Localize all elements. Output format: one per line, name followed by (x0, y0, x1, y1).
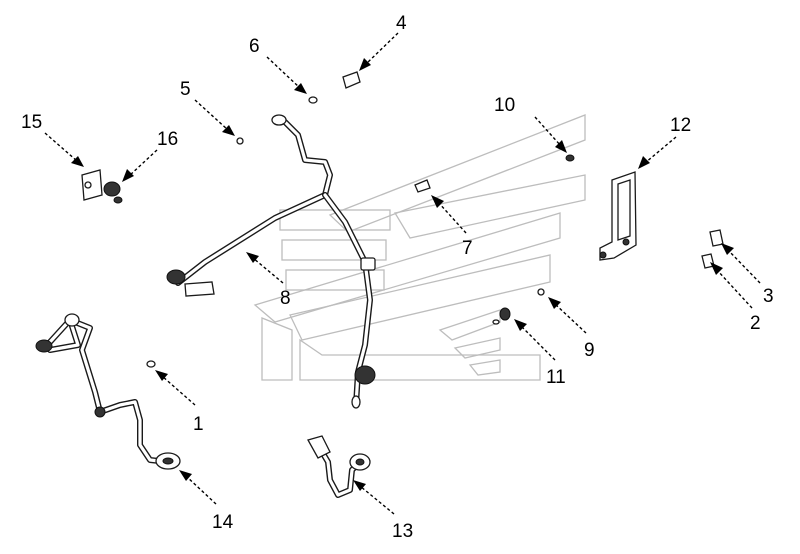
callout-label: 7 (462, 238, 473, 259)
callout-label: 12 (670, 115, 691, 136)
callout-10: 10 (494, 95, 567, 153)
bracket-12 (599, 171, 637, 261)
bracket-15 (81, 169, 103, 201)
bolt-3 (709, 229, 724, 247)
callout-11: 11 (514, 319, 566, 388)
callout-label: 16 (157, 129, 178, 150)
watermark-logo (253, 114, 586, 381)
callout-label: 14 (212, 512, 234, 533)
callout-label: 15 (21, 112, 42, 133)
callout-9: 9 (548, 297, 595, 361)
callout-label: 2 (750, 313, 761, 334)
callout-label: 1 (193, 414, 204, 435)
callout-8: 8 (246, 252, 291, 309)
pipe-assembly-13 (307, 435, 371, 498)
pipe-assembly-8 (166, 114, 376, 409)
washer-1 (146, 360, 156, 368)
callout-14: 14 (179, 470, 234, 533)
callout-1: 1 (155, 370, 204, 435)
callout-layer: 1 2 3 4 5 6 7 (21, 13, 774, 542)
callout-label: 8 (280, 288, 291, 309)
callout-label: 10 (494, 95, 515, 116)
washer-6 (308, 96, 318, 104)
callout-label: 3 (763, 286, 774, 307)
washer-10 (565, 154, 575, 162)
callout-3: 3 (721, 243, 774, 307)
fitting-11 (492, 307, 511, 325)
callout-13: 13 (353, 480, 413, 542)
callout-6: 6 (249, 36, 307, 94)
callout-label: 5 (180, 79, 191, 100)
callout-12: 12 (638, 115, 691, 169)
callout-4: 4 (359, 13, 407, 71)
callout-label: 13 (392, 521, 413, 542)
callout-16: 16 (122, 129, 178, 182)
fitting-7 (414, 179, 431, 193)
callout-label: 6 (249, 36, 260, 57)
callout-7: 7 (431, 195, 473, 259)
washer-5 (236, 137, 244, 145)
fitting-16 (103, 181, 123, 204)
pipe-assembly-14 (35, 313, 181, 470)
callout-label: 9 (584, 340, 595, 361)
callout-label: 11 (546, 367, 566, 388)
callout-5: 5 (180, 79, 235, 136)
washer-9 (537, 288, 545, 296)
callout-2: 2 (710, 262, 761, 334)
callout-label: 4 (396, 13, 407, 34)
callout-15: 15 (21, 112, 84, 167)
fitting-4 (342, 71, 361, 89)
